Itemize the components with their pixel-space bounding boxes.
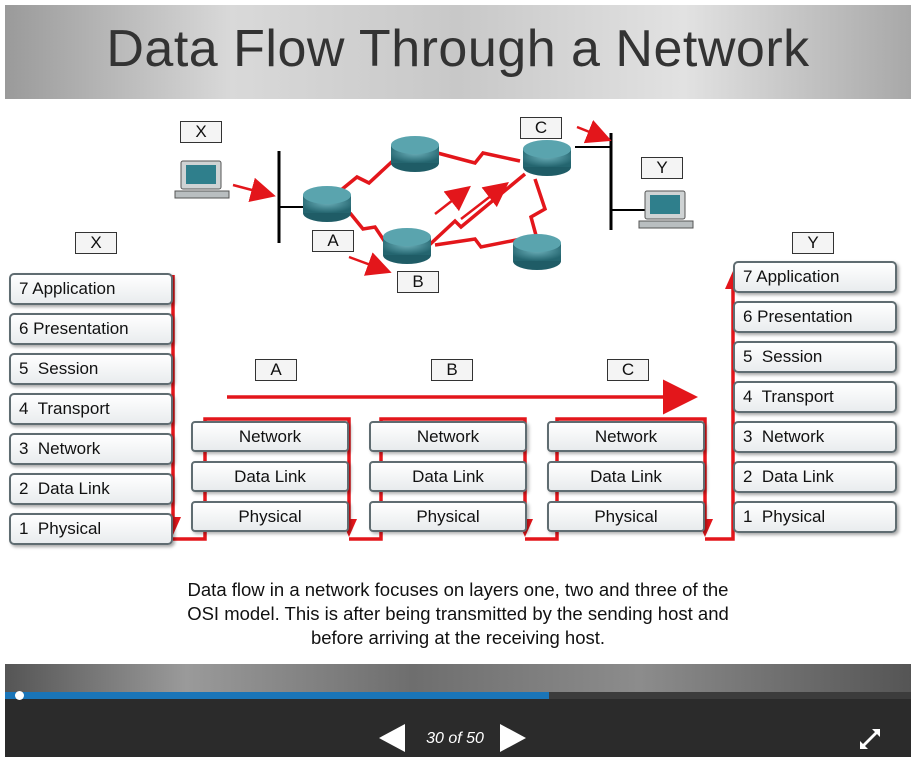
progress-handle[interactable] (15, 691, 24, 700)
caption-line: before arriving at the receiving host. (310, 627, 606, 648)
left-layer-5: 5 Session (9, 353, 173, 385)
router-b-icon (383, 228, 431, 264)
middle-c-physical: Physical (547, 501, 705, 532)
left-layer-6: 6 Presentation (9, 313, 173, 345)
slide-caption: Data flow in a network focuses on layers… (45, 578, 871, 650)
router-a-icon (303, 186, 351, 222)
right-layer-6: 6 Presentation (733, 301, 897, 333)
topology-arrows (232, 119, 612, 276)
middle-b-datalink: Data Link (369, 461, 527, 492)
next-arrow-icon[interactable] (500, 724, 526, 752)
data-path (171, 275, 735, 541)
router-c-icon (523, 140, 571, 176)
title-bar: Data Flow Through a Network (5, 5, 911, 99)
router-top-icon (391, 136, 439, 172)
path-arrowheads (165, 271, 741, 537)
right-layer-3: 3 Network (733, 421, 897, 453)
middle-a-physical: Physical (191, 501, 349, 532)
host-y-label: Y (641, 157, 683, 179)
player-controls: 30 of 50 (5, 691, 911, 757)
middle-a-network: Network (191, 421, 349, 452)
progress-fill (5, 692, 549, 699)
middle-b-physical: Physical (369, 501, 527, 532)
middle-c-label: C (607, 359, 649, 381)
host-x-label: X (180, 121, 222, 143)
caption-line: Data flow in a network focuses on layers… (187, 579, 729, 600)
left-layer-4: 4 Transport (9, 393, 173, 425)
left-layer-7: 7 Application (9, 273, 173, 305)
middle-b-network: Network (369, 421, 527, 452)
right-layer-4: 4 Transport (733, 381, 897, 413)
prev-arrow-icon[interactable] (379, 724, 405, 752)
slide-stage: X C Y A B X Y A B C 7 Application 6 Pres… (5, 99, 911, 664)
middle-a-label: A (255, 359, 297, 381)
middle-a-datalink: Data Link (191, 461, 349, 492)
serial-links (333, 149, 548, 251)
slide-title: Data Flow Through a Network (106, 20, 810, 78)
left-layer-3: 3 Network (9, 433, 173, 465)
expand-icon[interactable] (857, 726, 883, 752)
router-bottom-icon (513, 234, 561, 270)
right-layer-1: 1 Physical (733, 501, 897, 533)
left-layer-2: 2 Data Link (9, 473, 173, 505)
caption-line: OSI model. This is after being transmitt… (187, 603, 729, 624)
router-c-label: C (520, 117, 562, 139)
router-a-label: A (312, 230, 354, 252)
slide-bottom-strip (5, 664, 911, 692)
middle-b-label: B (431, 359, 473, 381)
router-b-label: B (397, 271, 439, 293)
right-stack-label: Y (792, 232, 834, 254)
slideshow-viewer: Data Flow Through a Network (5, 5, 911, 757)
right-layer-2: 2 Data Link (733, 461, 897, 493)
middle-c-datalink: Data Link (547, 461, 705, 492)
host-y-computer-icon (638, 190, 694, 229)
left-layer-1: 1 Physical (9, 513, 173, 545)
right-layer-5: 5 Session (733, 341, 897, 373)
right-layer-7: 7 Application (733, 261, 897, 293)
progress-bar[interactable] (5, 691, 911, 700)
slide-counter: 30 of 50 (426, 730, 484, 747)
left-stack-label: X (75, 232, 117, 254)
middle-c-network: Network (547, 421, 705, 452)
host-x-computer-icon (174, 160, 230, 199)
